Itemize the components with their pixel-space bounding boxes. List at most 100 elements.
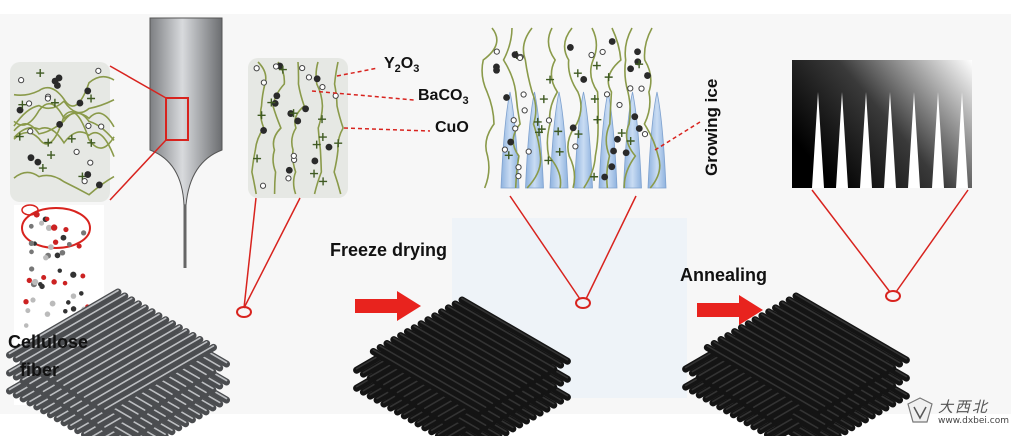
leader-cuo	[343, 127, 431, 132]
molecule-atom	[44, 216, 50, 222]
scaffold-rod	[758, 312, 876, 384]
freeze-callout-ellipse	[575, 297, 591, 309]
scaffold-rod-highlight	[740, 325, 853, 392]
y2o3-particle	[590, 172, 599, 181]
baco3-particle	[81, 178, 88, 185]
scaffold-rod-highlight	[713, 341, 826, 407]
baco3-particle	[290, 152, 297, 159]
baco3-particle	[516, 54, 524, 62]
scaffold-rod	[451, 300, 565, 369]
y2o3-particle	[267, 98, 276, 107]
cuo-particle	[76, 99, 84, 107]
molecule-atom	[59, 249, 66, 256]
leader-growing-ice	[654, 121, 701, 151]
scaffold-rod	[792, 292, 910, 364]
fiber-strand	[13, 126, 115, 157]
fiber-strand	[623, 27, 637, 189]
molecule-atom	[25, 308, 31, 314]
y2o3-particle	[617, 129, 626, 138]
scaffold-rod-highlight	[70, 325, 181, 390]
molecule-atom	[52, 239, 59, 245]
y2o3-particle	[604, 73, 613, 82]
molecule-atom	[26, 277, 32, 284]
scaffold-rod	[81, 332, 197, 403]
y2o3-particle	[533, 117, 542, 126]
baco3-particle	[638, 85, 645, 92]
callout-line	[585, 195, 637, 300]
baco3-particle	[332, 92, 339, 99]
molecule-atom	[62, 280, 68, 286]
y2o3-particle	[554, 127, 563, 136]
cuo-particle	[54, 82, 61, 89]
cuo-particle	[622, 149, 630, 157]
cuo-particle	[614, 135, 621, 143]
fiber-strand	[643, 27, 661, 189]
baco3-particle	[525, 148, 532, 155]
watermark-name: 大西北	[938, 398, 990, 416]
scaffold-rod-highlight	[420, 321, 528, 385]
scaffold-rod	[33, 304, 149, 375]
fiber-strand	[605, 27, 622, 189]
pore-spike	[932, 92, 944, 188]
label-freeze-drying: Freeze drying	[330, 240, 448, 260]
scaffold-rod-highlight	[392, 337, 501, 401]
fiber-strand	[502, 27, 521, 189]
molecule-atom	[30, 297, 36, 303]
scaffold-rod-highlight	[399, 333, 507, 397]
baco3-particle	[18, 77, 25, 84]
cuo-particle	[294, 117, 302, 125]
baco3-particle	[260, 79, 267, 86]
label-growing-ice: Growing ice	[702, 78, 721, 176]
y2o3-particle	[573, 69, 582, 78]
baco3-particle	[305, 74, 313, 81]
molecule-atom	[23, 299, 29, 305]
scaffold-rod-highlight	[386, 341, 494, 405]
scaffold-rod-highlight	[795, 293, 908, 360]
pore-spike	[884, 92, 896, 188]
scaffold-rod-highlight	[29, 301, 140, 367]
baco3-particle	[510, 117, 517, 124]
scaffold-rod	[785, 296, 904, 368]
scaffold-rod	[390, 336, 503, 405]
cuo-particle	[325, 143, 333, 151]
scaffold-rod-highlight	[406, 329, 514, 393]
molecule-atom	[79, 291, 84, 296]
pore-spike	[956, 92, 968, 188]
scaffold-rod	[6, 288, 122, 359]
y2o3-particle	[590, 94, 599, 103]
scaffold-rod	[403, 328, 517, 397]
molecule-atom	[31, 278, 39, 286]
cuo-particle	[311, 157, 319, 165]
molecule-atom	[66, 241, 72, 247]
scaffold-rod	[751, 316, 869, 388]
scaffold-rod	[60, 320, 177, 391]
molecule-atom	[54, 252, 61, 259]
cuo-particle	[56, 121, 64, 128]
fiber-strand	[481, 27, 498, 189]
ice-crystal	[623, 91, 642, 189]
molecule-atom	[70, 293, 77, 299]
scaffold-rod-highlight	[372, 349, 480, 412]
scaffold-rod	[444, 304, 558, 373]
scaffold-rod-highlight	[63, 321, 174, 386]
baco3-particle	[520, 91, 527, 98]
cuo-particle	[610, 147, 617, 155]
scaffold-rod	[74, 328, 190, 399]
y2o3-particle	[555, 147, 564, 156]
molecule-atom	[70, 271, 77, 278]
baco3-particle	[259, 182, 267, 189]
scaffold-rod-highlight	[8, 289, 119, 355]
scaffold-rod-highlight	[447, 305, 555, 369]
callout-line	[109, 65, 167, 99]
scaffold-rod-highlight	[774, 305, 887, 372]
watermark-url: www.dxbei.com	[938, 416, 1009, 426]
scaffold-rod-highlight	[97, 341, 208, 406]
fiber-strand	[13, 99, 115, 127]
scaffold-rod-highlight	[440, 309, 548, 373]
baco3-particle	[603, 91, 611, 98]
baco3-particle	[521, 107, 528, 114]
molecule-atom	[57, 268, 62, 273]
y2o3-particle	[546, 75, 555, 84]
baco3-particle	[87, 159, 94, 166]
